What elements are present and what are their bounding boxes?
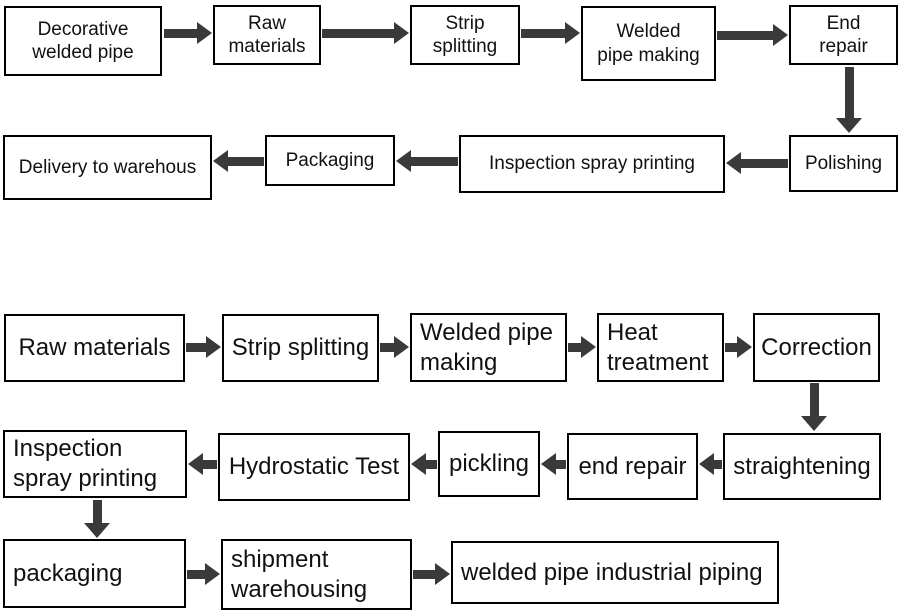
node-correction: Correction xyxy=(753,313,880,382)
node-welded-pipe-industrial-piping: welded pipe industrial piping xyxy=(451,541,779,604)
arrow-heat-to-correction-icon xyxy=(725,336,752,358)
node-strip-splitting-bottom: Strip splitting xyxy=(222,314,379,382)
arrow-shipment-to-industrial-icon xyxy=(413,563,450,585)
node-polishing: Polishing xyxy=(789,135,898,192)
node-end-repair-bottom: end repair xyxy=(567,433,698,500)
node-shipment-warehousing: shipment warehousing xyxy=(221,539,412,610)
arrow-strip-to-welded-icon xyxy=(521,22,580,44)
arrow-inspection-to-packaging-bottom-icon xyxy=(84,500,110,538)
arrow-packaging-to-delivery-icon xyxy=(213,150,264,172)
node-raw-materials-top: Raw materials xyxy=(213,5,321,65)
arrow-welded-to-heat-icon xyxy=(568,336,596,358)
node-inspection-spray-printing-top: Inspection spray printing xyxy=(459,135,725,193)
arrow-pickling-to-hydrostatic-icon xyxy=(411,453,437,475)
arrow-raw-to-strip-icon xyxy=(322,22,409,44)
arrow-hydrostatic-to-inspection-icon xyxy=(188,453,217,475)
node-packaging-top: Packaging xyxy=(265,135,395,186)
arrow-straightening-to-end-repair-icon xyxy=(699,453,722,475)
node-strip-splitting-top: Strip splitting xyxy=(410,5,520,65)
node-end-repair-top: End repair xyxy=(789,5,898,65)
arrow-decorative-to-raw-icon xyxy=(164,22,212,44)
arrow-end-repair-to-pickling-icon xyxy=(541,453,566,475)
arrow-raw-to-strip-bottom-icon xyxy=(186,336,221,358)
node-pickling: pickling xyxy=(438,431,540,497)
node-welded-pipe-making-top: Welded pipe making xyxy=(581,6,716,81)
arrow-polishing-to-inspection-icon xyxy=(726,152,788,174)
node-inspection-spray-printing-bottom: Inspection spray printing xyxy=(3,430,187,498)
arrow-end-repair-to-polishing-icon xyxy=(836,67,862,133)
node-packaging-bottom: packaging xyxy=(3,539,186,608)
arrow-packaging-to-shipment-icon xyxy=(187,563,220,585)
arrow-welded-to-end-repair-icon xyxy=(717,24,788,46)
arrow-correction-to-straightening-icon xyxy=(801,383,827,431)
node-heat-treatment: Heat treatment xyxy=(597,313,724,382)
arrow-strip-to-welded-bottom-icon xyxy=(380,336,409,358)
node-straightening: straightening xyxy=(723,433,881,500)
node-delivery-to-warehous: Delivery to warehous xyxy=(3,135,212,200)
node-decorative-welded-pipe: Decorative welded pipe xyxy=(4,6,162,76)
node-raw-materials-bottom: Raw materials xyxy=(4,314,185,382)
node-welded-pipe-making-bottom: Welded pipe making xyxy=(410,313,567,382)
arrow-inspection-to-packaging-icon xyxy=(396,150,458,172)
node-hydrostatic-test: Hydrostatic Test xyxy=(218,433,410,501)
